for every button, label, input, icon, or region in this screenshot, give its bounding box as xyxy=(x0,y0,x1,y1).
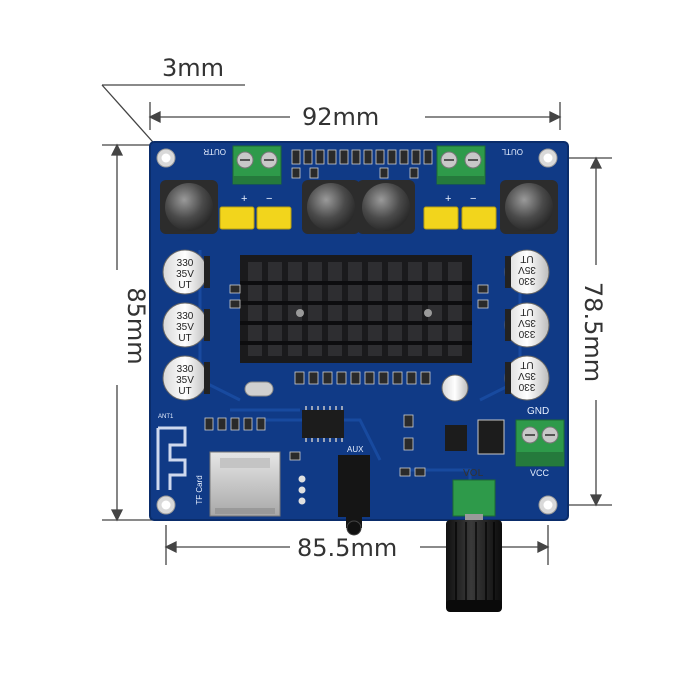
power-terminal xyxy=(515,419,565,467)
label-ant: ANT1 xyxy=(158,414,174,420)
capacitor-text-right: 330 35V UT 330 35V UT 330 35V UT xyxy=(518,253,536,392)
inductors xyxy=(160,180,558,234)
label-outl: OUTL xyxy=(501,147,523,156)
cap-voltage: 35V xyxy=(518,264,536,275)
cap-voltage: 35V xyxy=(176,375,194,386)
small-electrolytic-capacitor xyxy=(441,374,469,402)
dim-hole-horizontal-label: 85.5mm xyxy=(297,534,397,562)
label-aux: AUX xyxy=(347,445,364,454)
cap-value: 330 xyxy=(177,311,194,322)
electrolytic-capacitors-right xyxy=(504,249,550,401)
aux-audio-jack xyxy=(338,455,370,536)
tf-card-slot xyxy=(209,451,281,517)
pin-header xyxy=(298,475,306,505)
label-plus-left: + xyxy=(241,193,247,205)
pcb-antenna xyxy=(156,426,187,490)
cap-value: 330 xyxy=(518,381,535,392)
label-vcc: VCC xyxy=(530,468,550,478)
dim-height-label: 85mm xyxy=(122,287,150,364)
dim-hole-vertical-label: 78.5mm xyxy=(579,282,607,382)
cap-voltage: 35V xyxy=(176,322,194,333)
cap-voltage: 35V xyxy=(176,269,194,280)
dim-width-label: 92mm xyxy=(302,103,379,131)
dimension-annotations xyxy=(101,84,612,565)
smd-resistor-strip xyxy=(291,149,433,179)
label-minus-left: − xyxy=(266,193,272,205)
cap-value: 330 xyxy=(177,364,194,375)
dim-hole-offset-label: 3mm xyxy=(162,54,224,82)
label-plus-right: + xyxy=(445,193,451,205)
cap-series: UT xyxy=(520,253,533,264)
label-gnd: GND xyxy=(527,406,549,417)
cap-value: 330 xyxy=(518,328,535,339)
electrolytic-capacitors-left xyxy=(162,249,210,401)
speaker-terminal-left xyxy=(232,145,282,185)
cap-series: UT xyxy=(178,333,191,344)
cap-series: UT xyxy=(178,280,191,291)
smd-components-row xyxy=(204,284,489,477)
label-outr: OUTR xyxy=(203,147,226,156)
cap-value: 330 xyxy=(518,275,535,286)
mounting-holes xyxy=(156,148,558,515)
label-vol: VOL xyxy=(463,468,484,479)
yellow-film-capacitors xyxy=(219,206,497,230)
bluetooth-chip xyxy=(302,406,344,442)
voltage-regulator xyxy=(445,419,505,455)
speaker-terminal-right xyxy=(436,145,486,185)
volume-potentiometer xyxy=(446,479,502,612)
label-tf-card: TF Card xyxy=(195,475,204,504)
crystal-oscillator xyxy=(244,381,274,397)
cap-voltage: 35V xyxy=(518,370,536,381)
heatsink xyxy=(240,255,472,363)
cap-value: 330 xyxy=(177,258,194,269)
cap-series: UT xyxy=(178,386,191,397)
cap-series: UT xyxy=(520,359,533,370)
label-minus-right: − xyxy=(470,193,476,205)
cap-voltage: 35V xyxy=(518,317,536,328)
capacitor-text-left: 330 35V UT 330 35V UT 330 35V UT xyxy=(176,258,194,397)
cap-series: UT xyxy=(520,306,533,317)
